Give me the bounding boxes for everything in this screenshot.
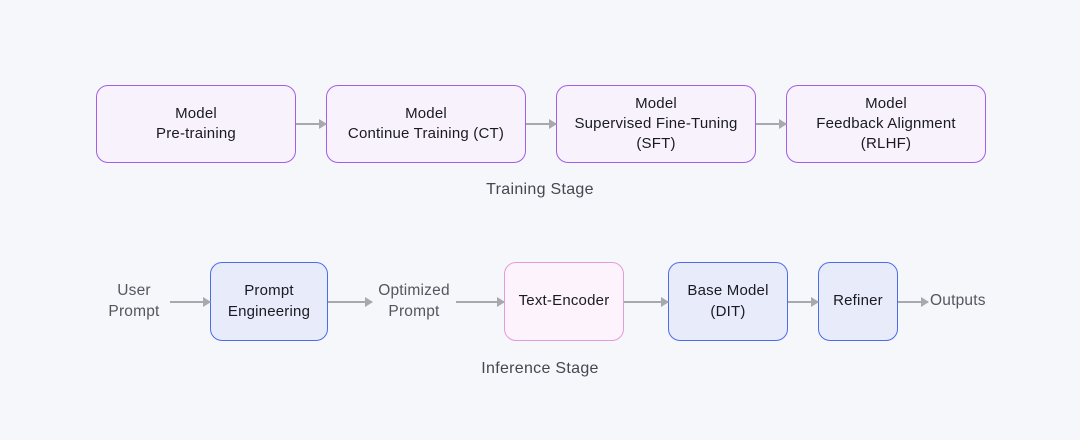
outputs-label: Outputs bbox=[930, 292, 986, 310]
arrow-right-icon bbox=[328, 296, 373, 307]
node-refiner-label: Refiner bbox=[833, 292, 883, 310]
inference-stage-row: User Prompt Prompt Engineering Optimized… bbox=[98, 262, 986, 341]
node-refiner: Refiner bbox=[818, 262, 898, 341]
arrow-right-icon bbox=[788, 296, 819, 307]
node-model-pretraining: Model Pre-training bbox=[96, 85, 296, 163]
node-model-sft-label: Model Supervised Fine-Tuning (SFT) bbox=[574, 94, 738, 153]
user-prompt-label: User Prompt bbox=[108, 281, 160, 320]
arrow-right-icon bbox=[456, 296, 505, 307]
node-text-encoder-label: Text-Encoder bbox=[518, 292, 610, 310]
node-model-continue-training: Model Continue Training (CT) bbox=[326, 85, 526, 163]
training-stage-label: Training Stage bbox=[486, 181, 594, 198]
arrow-right-icon bbox=[296, 119, 327, 129]
node-base-model-dit-label: Base Model (DIT) bbox=[687, 282, 769, 320]
node-prompt-engineering: Prompt Engineering bbox=[210, 262, 328, 341]
node-model-pretraining-label: Model Pre-training bbox=[156, 104, 236, 142]
inference-stage-label: Inference Stage bbox=[481, 360, 599, 377]
node-model-continue-training-label: Model Continue Training (CT) bbox=[347, 104, 505, 142]
training-stage-row: Model Pre-training Model Continue Traini… bbox=[96, 85, 986, 163]
arrow-right-icon bbox=[624, 296, 669, 307]
node-model-sft: Model Supervised Fine-Tuning (SFT) bbox=[556, 85, 756, 163]
arrow-right-icon bbox=[170, 296, 211, 307]
node-base-model-dit: Base Model (DIT) bbox=[668, 262, 788, 341]
arrow-right-icon bbox=[526, 119, 557, 129]
arrow-right-icon bbox=[898, 296, 929, 307]
node-text-encoder: Text-Encoder bbox=[504, 262, 624, 341]
node-model-rlhf-label: Model Feedback Alignment (RLHF) bbox=[816, 94, 956, 153]
arrow-right-icon bbox=[756, 119, 787, 129]
node-model-rlhf: Model Feedback Alignment (RLHF) bbox=[786, 85, 986, 163]
node-prompt-engineering-label: Prompt Engineering bbox=[227, 282, 311, 320]
optimized-prompt-label: Optimized Prompt bbox=[378, 281, 450, 320]
